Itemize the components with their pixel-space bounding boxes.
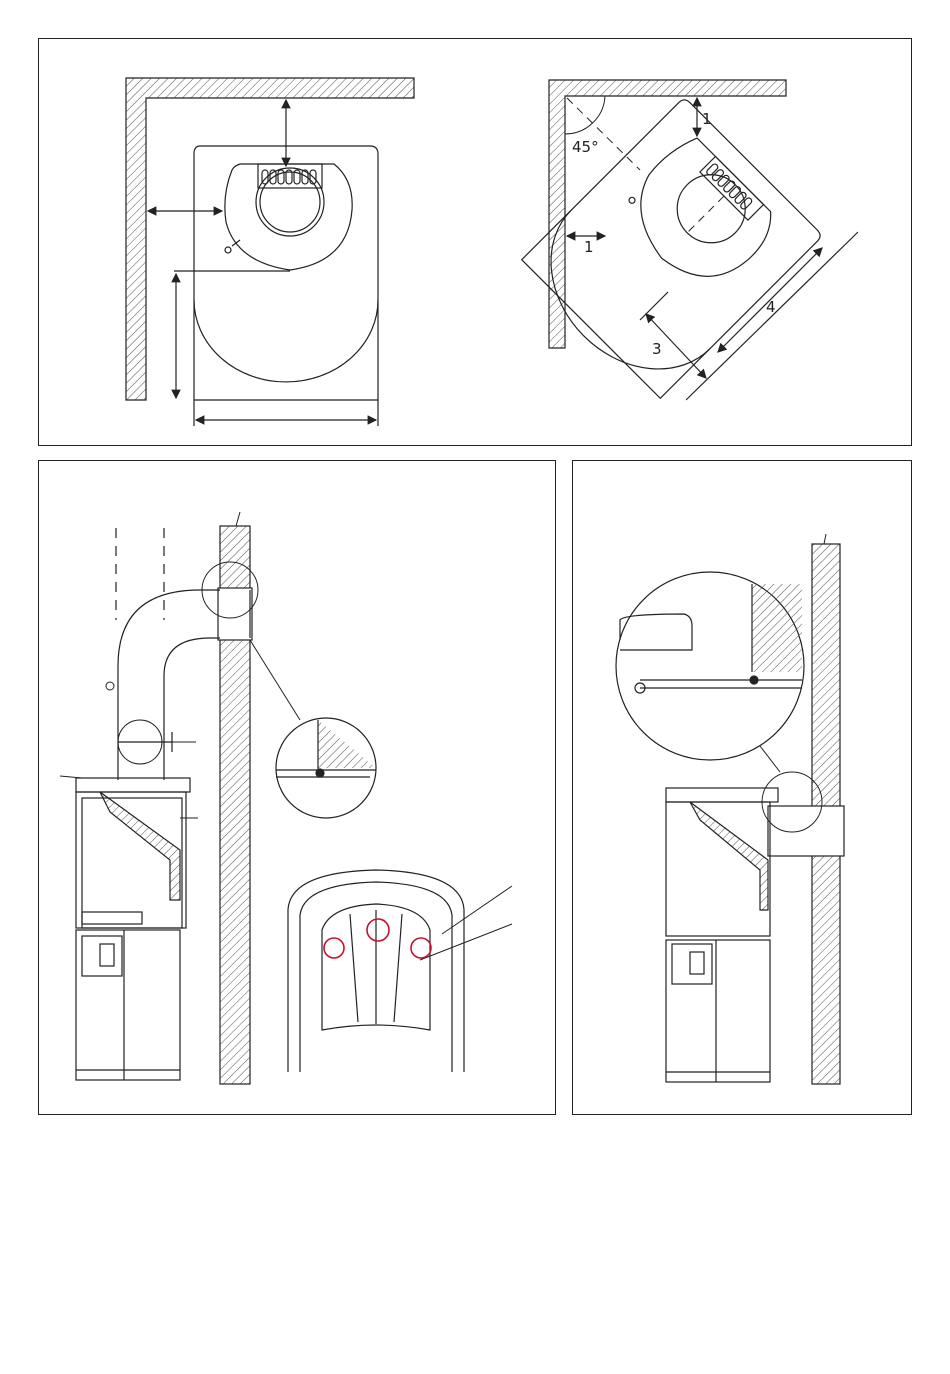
fixing-screw-center [367, 919, 389, 941]
floor-plate [194, 146, 378, 400]
rear-flue-section [60, 512, 512, 1084]
direct-flue-section [616, 534, 844, 1084]
corner-plan-view [515, 80, 858, 405]
stove-top [76, 778, 190, 792]
dim-4-label: 4 [766, 298, 776, 316]
fixing-screw-right [411, 938, 431, 958]
dim-3-label: 3 [652, 340, 662, 358]
stove-outline [225, 164, 352, 270]
back-wall [126, 78, 414, 400]
front-radiation-zone [194, 300, 378, 382]
dim-top-label: 1 [702, 110, 712, 128]
wall-plan-view [126, 78, 414, 426]
highlight-rings [324, 919, 431, 958]
flue-elbow [118, 590, 220, 780]
dim-side-label: 1 [584, 238, 594, 256]
fixing-screw-left [324, 938, 344, 958]
angle-label: 45° [572, 138, 599, 156]
flue-collar [256, 168, 324, 236]
